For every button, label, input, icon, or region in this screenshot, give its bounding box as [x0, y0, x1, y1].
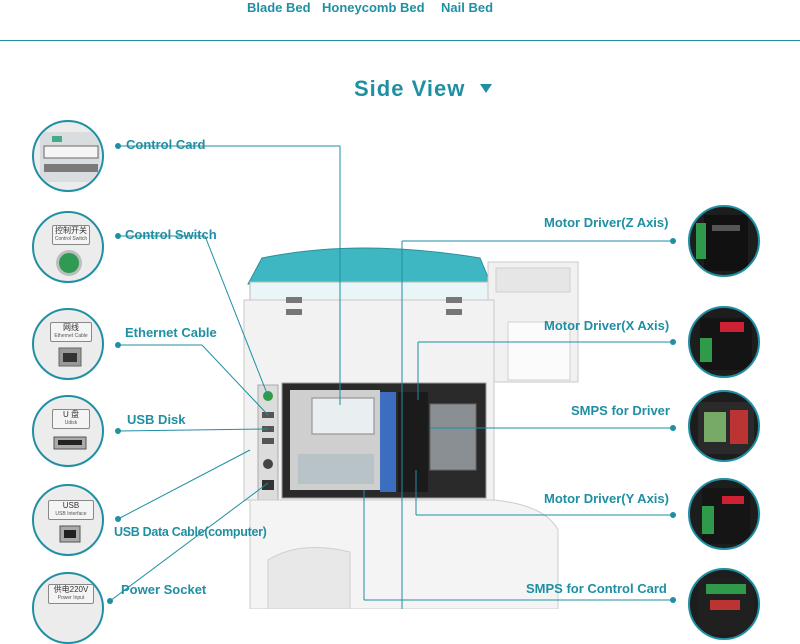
tag-label: 控制开关 [55, 226, 87, 235]
tag-sublabel: Control Switch [54, 236, 88, 242]
label-control-switch: Control Switch [125, 227, 217, 242]
motor-driver-y-photo [688, 478, 760, 550]
laser-machine-body [243, 247, 579, 609]
left-leader-lines [109, 145, 341, 602]
tag-sublabel: Power Input [57, 595, 85, 601]
tab-nail-bed[interactable]: Nail Bed [441, 0, 494, 15]
label-control-card: Control Card [126, 137, 206, 152]
label-smps-control-card: SMPS for Control Card [526, 581, 667, 596]
section-title: Side View [354, 76, 466, 101]
motor-driver-icon [700, 318, 752, 370]
ethernet-port-photo: 网线 Ethernet Cable [32, 308, 104, 380]
bed-type-tabs: Blade Bed Honeycomb Bed Nail Bed [0, 0, 800, 18]
tag-sublabel: USB Interface [55, 511, 87, 517]
tag-sublabel: Udisk [64, 420, 78, 426]
usb-b-port-icon [59, 525, 81, 543]
label-power-socket: Power Socket [121, 582, 207, 597]
motor-driver-icon [696, 215, 748, 271]
left-leader-dots [107, 143, 121, 604]
right-leader-dots [670, 238, 676, 603]
motor-driver-x-photo [688, 306, 760, 378]
tab-blade-bed[interactable]: Blade Bed [247, 0, 311, 15]
label-ethernet-cable: Ethernet Cable [125, 325, 217, 340]
label-motor-driver-z: Motor Driver(Z Axis) [544, 215, 669, 230]
motor-driver-icon [702, 488, 750, 544]
power-supply-icon [698, 402, 754, 454]
dropdown-arrow-icon [480, 84, 492, 93]
usb-port-icon [53, 436, 87, 450]
right-leader-lines [363, 240, 673, 609]
usb-interface-photo: USB USB Interface [32, 484, 104, 556]
label-motor-driver-y: Motor Driver(Y Axis) [544, 491, 669, 506]
power-socket-photo: 供电220V Power Input [32, 572, 104, 644]
label-motor-driver-x: Motor Driver(X Axis) [544, 318, 670, 333]
control-card-photo [32, 120, 104, 192]
tag-label: USB [62, 501, 80, 510]
tag-sublabel: Ethernet Cable [54, 333, 88, 339]
label-usb-data-cable: USB Data Cable(computer) [114, 525, 267, 539]
machine-illustration [107, 143, 676, 609]
smps-control-card-photo [688, 568, 760, 640]
usb-disk-port-photo: U 盘 Udisk [32, 395, 104, 467]
control-switch-photo: 控制开关 Control Switch [32, 211, 104, 283]
label-usb-disk: USB Disk [127, 412, 186, 427]
tag-label: 网线 [63, 323, 79, 332]
circuit-board-icon [40, 132, 100, 182]
power-supply-icon [698, 578, 754, 634]
green-button-icon [56, 250, 82, 276]
ethernet-port-icon [58, 347, 82, 367]
tab-honeycomb-bed[interactable]: Honeycomb Bed [322, 0, 425, 15]
label-smps-driver: SMPS for Driver [571, 403, 670, 418]
smps-driver-photo [688, 390, 760, 462]
section-divider [0, 40, 800, 41]
tag-label: U 盘 [63, 410, 79, 419]
motor-driver-z-photo [688, 205, 760, 277]
tag-label: 供电220V [53, 585, 89, 594]
